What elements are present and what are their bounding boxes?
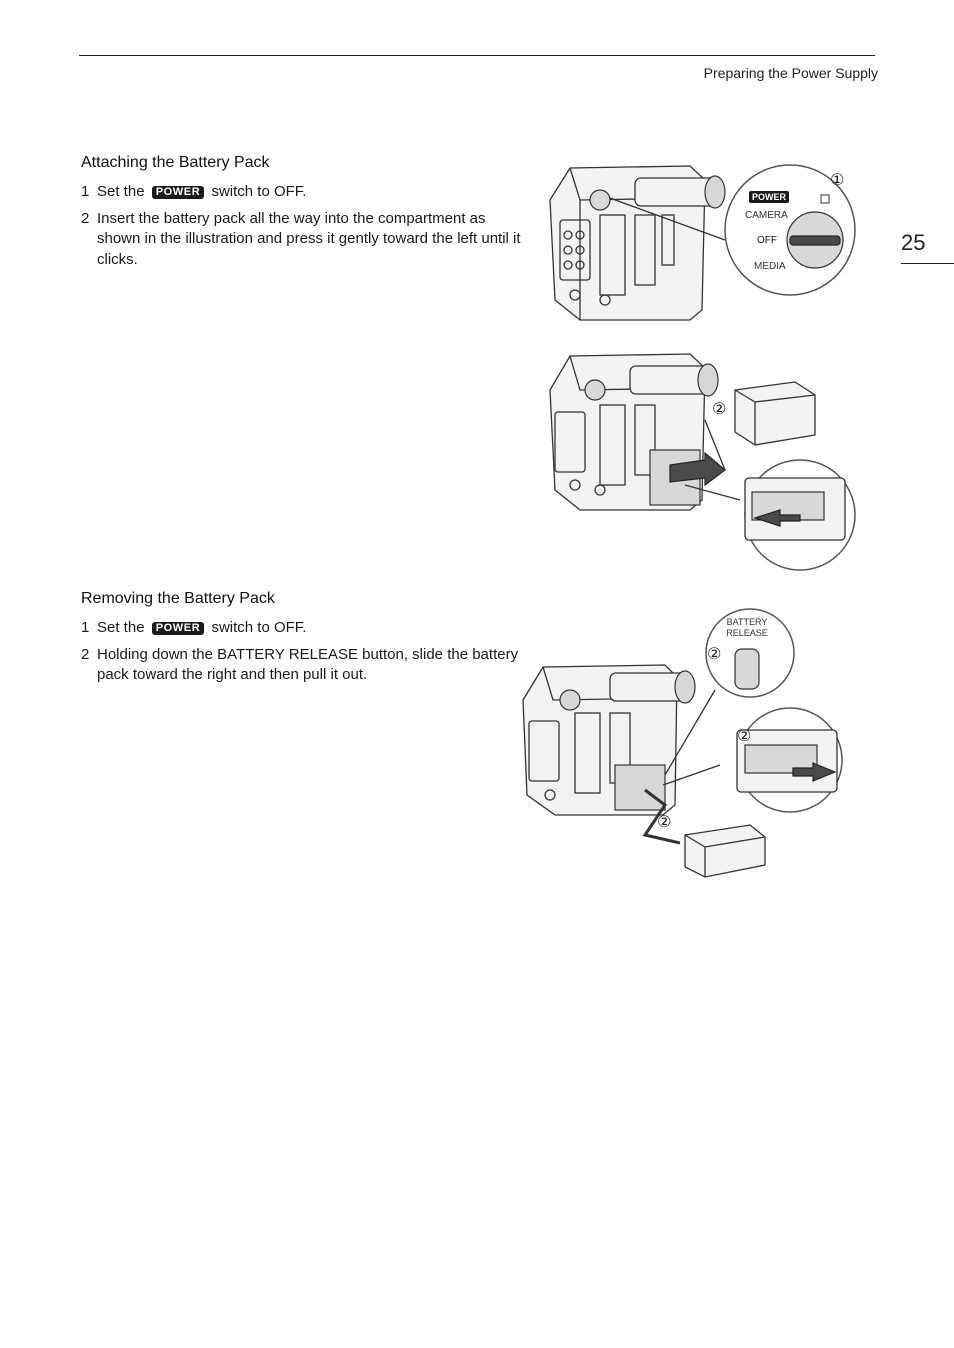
camera-power-switch-illustration: POWER CAMERA OFF MEDIA ① — [549, 164, 856, 321]
camera-body-icon — [549, 165, 726, 321]
svg-text:BATTERY: BATTERY — [727, 617, 768, 627]
header-rule — [79, 55, 875, 56]
svg-text:①: ① — [830, 170, 844, 189]
step-text: switch to OFF. — [211, 619, 307, 636]
arrow-right-icon — [792, 762, 837, 782]
svg-text:MEDIA: MEDIA — [754, 261, 786, 272]
running-head: Preparing the Power Supply — [703, 65, 878, 81]
battery-release-button-icon — [734, 648, 760, 690]
remove-battery-illustration: BATTERY RELEASE ② ② ② — [522, 608, 843, 878]
svg-text:OFF: OFF — [757, 235, 777, 246]
step-text: switch to OFF. — [211, 183, 307, 200]
svg-text:CAMERA: CAMERA — [745, 210, 788, 221]
svg-text:②: ② — [737, 726, 751, 745]
power-badge: POWER — [151, 186, 205, 199]
page-number: 25 — [901, 230, 926, 255]
svg-text:②: ② — [707, 644, 721, 663]
svg-text:POWER: POWER — [752, 192, 787, 202]
step-number: 2 — [81, 645, 90, 663]
power-switch-callout: POWER CAMERA OFF MEDIA ① — [724, 164, 856, 296]
step-text: Set the — [97, 619, 145, 636]
section-title: Removing the Battery Pack — [81, 590, 275, 607]
arrow-left-icon — [753, 509, 801, 527]
power-badge: POWER — [151, 622, 205, 635]
camera-body-icon — [522, 664, 696, 816]
svg-text:②: ② — [712, 399, 726, 418]
step-number: 1 — [81, 619, 90, 636]
step-number: 2 — [81, 209, 90, 227]
battery-pack-icon — [684, 824, 766, 878]
step-text: Set the — [97, 183, 145, 200]
svg-text:RELEASE: RELEASE — [726, 628, 768, 638]
step: 2 Insert the battery pack all the way in… — [81, 209, 521, 271]
battery-slot-callout: ② — [736, 707, 843, 813]
step: 1 Set the POWER switch to OFF. — [81, 182, 521, 203]
arrow-right-icon — [669, 451, 726, 487]
camera-body-icon — [549, 353, 719, 511]
step-text: Holding down the BATTERY RELEASE button,… — [97, 645, 519, 684]
step: 1 Set the POWER switch to OFF. — [81, 618, 521, 639]
step: 2 Holding down the BATTERY RELEASE butto… — [81, 645, 521, 686]
step-text: Insert the battery pack all the way into… — [97, 209, 521, 268]
insert-battery-illustration: ② — [549, 353, 856, 571]
step-number: 1 — [81, 183, 90, 200]
svg-text:②: ② — [657, 812, 671, 831]
battery-pack-icon — [734, 381, 816, 446]
battery-release-callout: BATTERY RELEASE ② — [705, 608, 795, 698]
section-attaching: Attaching the Battery Pack 1 Set the POW… — [81, 154, 521, 276]
section-removing: Removing the Battery Pack 1 Set the POWE… — [81, 590, 521, 692]
battery-slot-callout — [744, 459, 856, 571]
page-number-rule — [901, 263, 954, 264]
section-title: Attaching the Battery Pack — [81, 154, 270, 171]
